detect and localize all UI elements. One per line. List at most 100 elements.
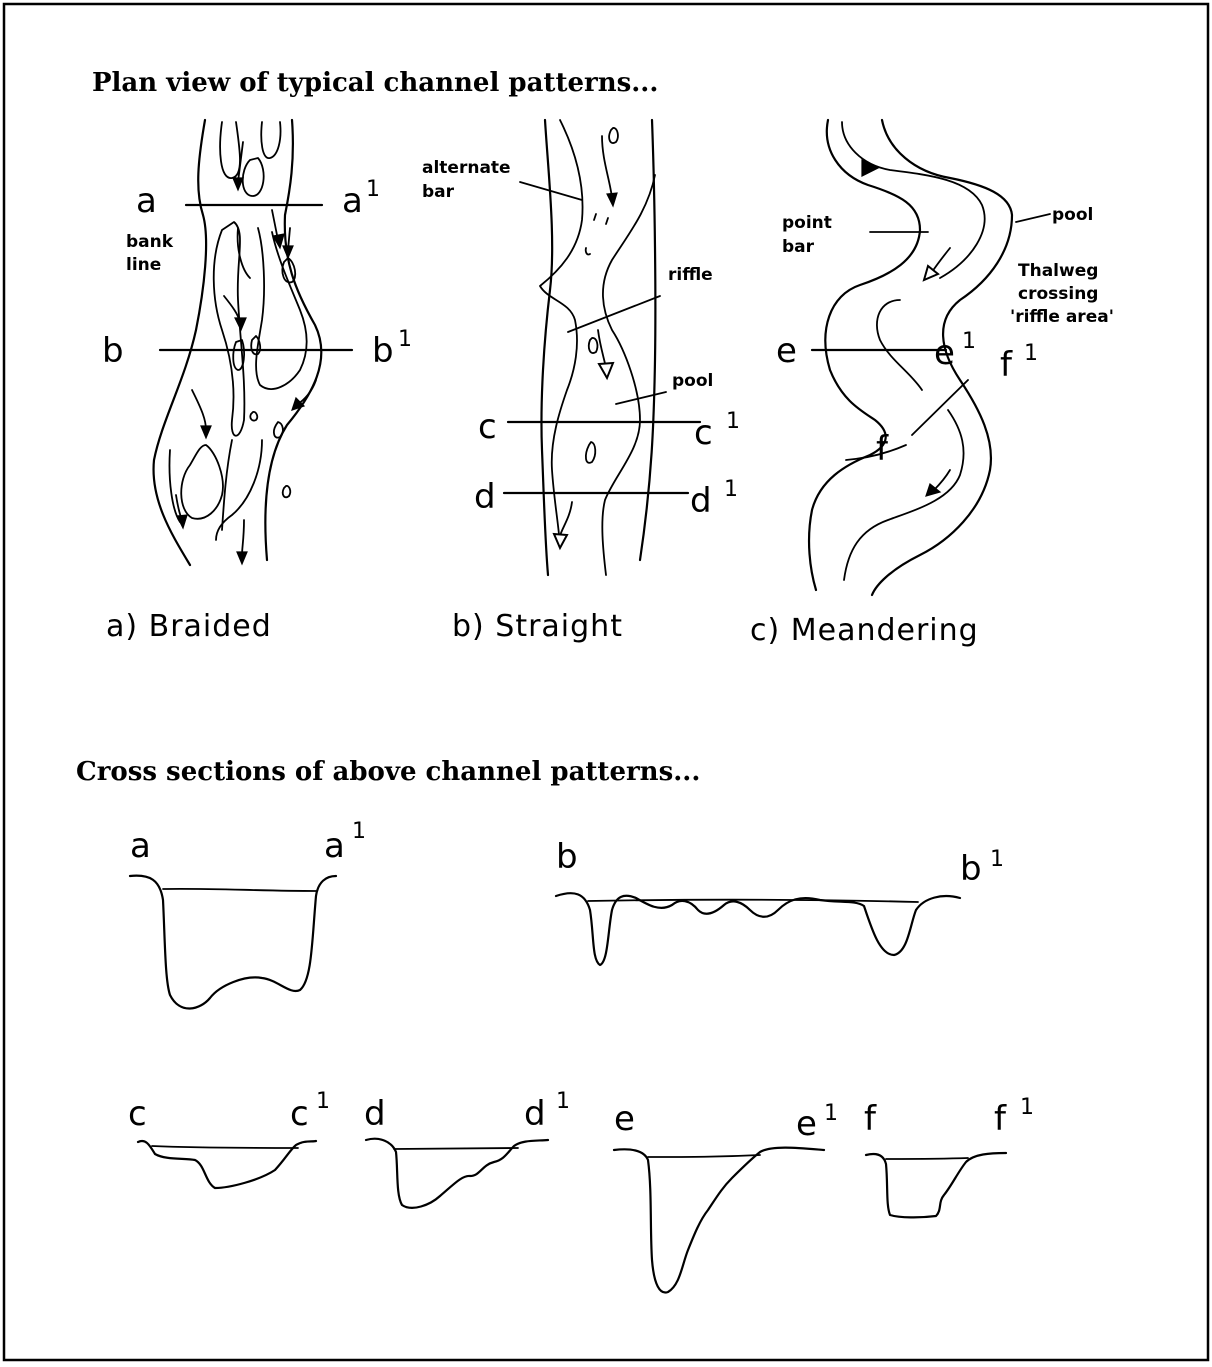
braided-right-bank — [265, 120, 321, 560]
plan-label-a: a — [136, 181, 157, 221]
braided-island — [243, 158, 264, 196]
braided-island — [250, 412, 257, 421]
plan-label-d1-sup: 1 — [724, 477, 738, 502]
cross-section-f — [866, 1153, 1006, 1217]
flow-arrow-head — [233, 178, 243, 190]
flow-arrow-head — [177, 515, 187, 528]
braided-island — [283, 486, 290, 497]
water-surface — [648, 1155, 760, 1157]
caption-meandering: c) Meandering — [750, 613, 979, 648]
plan-label-c1: c — [694, 413, 713, 453]
section-label-e: e — [614, 1099, 635, 1139]
plan-label-b1-sup: 1 — [398, 327, 412, 352]
straight-island — [586, 248, 590, 255]
riffle-label: riffle — [668, 265, 713, 285]
meander-thalweg-top — [842, 122, 985, 278]
plan-label-c: c — [478, 407, 497, 447]
section-profile — [130, 876, 336, 1009]
braided-island — [256, 228, 307, 389]
braided-island — [181, 445, 223, 519]
section-label-d: d — [364, 1094, 386, 1134]
straight-island — [586, 442, 595, 463]
thalweg-label: Thalweg — [1018, 261, 1098, 281]
section-profile — [866, 1153, 1006, 1217]
section-profile — [614, 1148, 824, 1293]
section-profile — [556, 893, 960, 965]
thalweg-label-3: 'riffle area' — [1010, 307, 1114, 327]
section-label-a: a — [130, 826, 151, 866]
section-label-f1-sup: 1 — [1020, 1095, 1034, 1120]
water-surface — [152, 1146, 298, 1148]
water-surface — [163, 889, 316, 891]
alternate-bar-label: alternate — [422, 158, 511, 178]
plan-label-e: e — [776, 331, 797, 371]
pool-meander-leader — [1016, 214, 1050, 222]
braided-island — [274, 422, 283, 438]
bank-line-label: bank — [126, 232, 174, 252]
bank-line-label-2: line — [126, 255, 161, 275]
flow-arrow-head — [554, 534, 567, 548]
pool-meander-label: pool — [1052, 205, 1093, 225]
cross-section-c — [138, 1141, 316, 1188]
point-bar-label-2: bar — [782, 237, 815, 257]
cross-section-b — [556, 893, 960, 965]
section-label-c1-sup: 1 — [316, 1089, 330, 1114]
caption-straight: b) Straight — [452, 609, 623, 644]
flow-arrow-head — [924, 266, 938, 280]
figure-frame — [4, 4, 1208, 1360]
section-label-c: c — [128, 1094, 147, 1134]
section-label-b1: b — [960, 849, 982, 889]
alternate-bar-label-2: bar — [422, 182, 455, 202]
riffle-leader — [568, 296, 660, 332]
section-label-a1-sup: 1 — [352, 819, 366, 844]
section-label-c1: c — [290, 1094, 309, 1134]
section-label-f1: f — [994, 1099, 1007, 1139]
flow-arrow — [598, 330, 606, 368]
flow-arrow — [192, 390, 206, 430]
cross-section-a — [130, 876, 336, 1009]
plan-label-d: d — [474, 477, 496, 517]
cross-sections-heading: Cross sections of above channel patterns… — [76, 757, 700, 787]
flow-arrow-head — [201, 426, 211, 438]
straight-plan-view — [504, 120, 700, 575]
caption-braided: a) Braided — [106, 609, 272, 644]
plan-label-b1: b — [372, 331, 394, 371]
flow-arrow-head — [607, 193, 617, 206]
braided-island — [251, 336, 260, 354]
straight-island — [609, 128, 618, 143]
pool-straight-label: pool — [672, 371, 713, 391]
plan-label-a1-sup: 1 — [366, 177, 380, 202]
cross-section-e — [614, 1148, 824, 1293]
meander-thalweg-bottom — [844, 410, 964, 580]
braided-island — [261, 122, 280, 158]
flow-arrow-head — [235, 318, 246, 330]
flow-arrow — [934, 470, 950, 490]
water-surface — [588, 900, 918, 902]
plan-label-e1: e — [934, 333, 955, 373]
section-label-d1-sup: 1 — [556, 1089, 570, 1114]
flow-arrow-head — [599, 363, 613, 378]
water-surface — [886, 1158, 968, 1159]
section-label-a1: a — [324, 826, 345, 866]
plan-label-a1: a — [342, 181, 363, 221]
plan-label-d1: d — [690, 481, 712, 521]
braided-left-bank — [154, 120, 207, 565]
braided-plan-view — [154, 120, 352, 565]
braided-island — [220, 122, 240, 178]
flow-arrow-head — [237, 552, 247, 564]
straight-marks — [594, 214, 608, 224]
plan-label-b: b — [102, 331, 124, 371]
section-label-d1: d — [524, 1094, 546, 1134]
point-bar-label: point — [782, 213, 832, 233]
section-label-e1: e — [796, 1104, 817, 1144]
plan-label-f: f — [876, 429, 889, 469]
thalweg-label-2: crossing — [1018, 284, 1098, 304]
cross-section-d — [366, 1139, 548, 1208]
flow-arrow — [602, 136, 612, 198]
plan-label-e1-sup: 1 — [962, 329, 976, 354]
flow-arrow-head — [283, 246, 293, 258]
straight-thalweg-line — [602, 175, 655, 575]
straight-island — [589, 338, 598, 353]
